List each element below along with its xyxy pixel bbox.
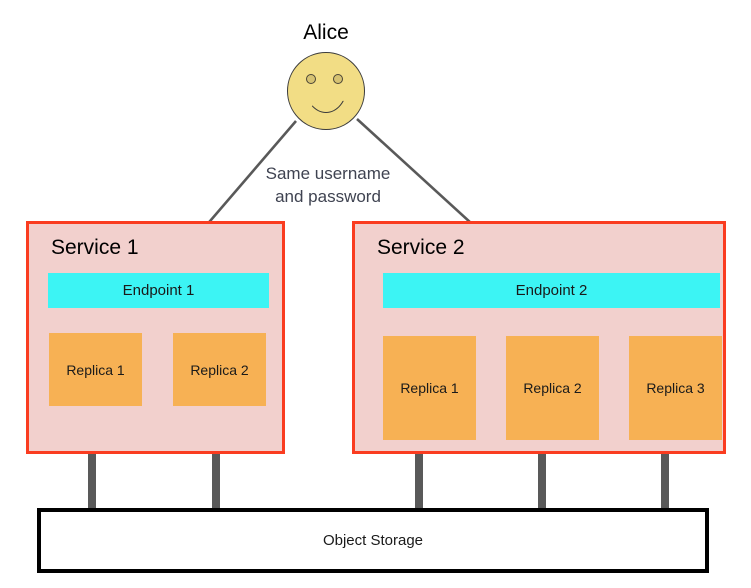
smiley-face-icon: [287, 52, 365, 130]
connector-s2-replica1-storage: [415, 430, 423, 510]
service-box-2[interactable]: Service 2 Endpoint 2 Replica 1 Replica 2…: [352, 221, 726, 454]
service-1-replica-1[interactable]: Replica 1: [49, 333, 142, 406]
service-1-replica-2[interactable]: Replica 2: [173, 333, 266, 406]
smiley-eye-right-icon: [333, 74, 343, 84]
connector-s1-replica1-storage: [88, 398, 96, 510]
service-2-replica-2[interactable]: Replica 2: [506, 336, 599, 440]
connector-s2-replica3-storage: [661, 430, 669, 510]
service-1-title: Service 1: [51, 236, 139, 259]
smiley-mouth-icon: [305, 87, 347, 113]
service-box-1[interactable]: Service 1 Endpoint 1 Replica 1 Replica 2: [26, 221, 285, 454]
caption-line-2: and password: [275, 187, 381, 206]
object-storage-box[interactable]: Object Storage: [37, 508, 709, 573]
caption-line-1: Same username: [265, 164, 391, 183]
caption-same-credentials: Same username and password: [238, 162, 418, 208]
actor-label-alice: Alice: [303, 21, 349, 44]
connector-s2-replica2-storage: [538, 430, 546, 510]
service-2-replica-3[interactable]: Replica 3: [629, 336, 722, 440]
connector-s1-replica2-storage: [212, 398, 220, 510]
endpoint-2-bar[interactable]: Endpoint 2: [383, 273, 720, 308]
service-2-title: Service 2: [377, 236, 465, 259]
service-2-replica-1[interactable]: Replica 1: [383, 336, 476, 440]
endpoint-1-bar[interactable]: Endpoint 1: [48, 273, 269, 308]
smiley-eye-left-icon: [306, 74, 316, 84]
